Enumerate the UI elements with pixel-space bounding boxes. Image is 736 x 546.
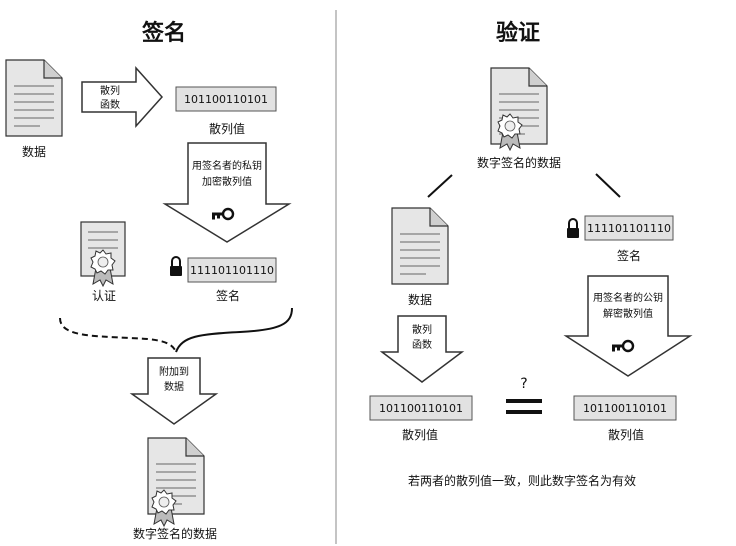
verify-signed-doc: 数字签名的数据 (477, 67, 561, 170)
sign-result-doc: 数字签名的数据 (133, 437, 217, 541)
sign-hash-func-line2: 函数 (100, 98, 120, 111)
verify-hash-arrow: 散列 函数 (379, 315, 465, 383)
sign-attach-arrow: 附加到 数据 (129, 357, 219, 425)
sign-attach-line1: 附加到 (159, 365, 189, 378)
verify-decrypt-line2: 解密散列值 (603, 307, 653, 320)
sign-hash-func-line1: 散列 (100, 84, 120, 97)
lock-icon (566, 218, 580, 239)
sign-attach-line2: 数据 (164, 380, 184, 393)
sign-cert-label: 认证 (92, 289, 116, 303)
sign-hash-bits: 101100110101 (184, 93, 268, 106)
verify-left-label: 散列值 (402, 427, 438, 442)
sign-sig-bits: 111101101110 (190, 264, 274, 277)
sign-hash-label: 散列值 (209, 121, 245, 136)
verify-left-bits: 101100110101 (379, 402, 463, 415)
verify-right-hash-box: 101100110101 散列值 (573, 395, 677, 442)
verify-equals: ? (506, 376, 542, 414)
sign-cert: 认证 (80, 221, 126, 303)
sign-brace (59, 307, 293, 353)
sign-hash-box: 101100110101 散列值 (175, 86, 277, 136)
sign-data-label: 数据 (22, 144, 46, 159)
verify-hash-func-line2: 函数 (412, 338, 432, 351)
verify-split-left (427, 174, 453, 198)
verify-sig-label: 签名 (617, 248, 641, 263)
sign-encrypt-line2: 加密散列值 (202, 175, 252, 188)
verify-right-label: 散列值 (608, 427, 644, 442)
verify-hash-func-line1: 散列 (412, 323, 432, 336)
lock-icon (169, 256, 183, 277)
sign-sig-label: 签名 (216, 288, 240, 303)
sign-sig-box: 111101101110 签名 (169, 256, 277, 303)
verify-split-right (595, 173, 621, 198)
verify-conclusion: 若两者的散列值一致，则此数字签名为有效 (408, 473, 636, 488)
sign-encrypt-line1: 用签名者的私钥 (192, 159, 262, 172)
verify-decrypt-line1: 用签名者的公钥 (593, 291, 663, 304)
verify-sig-bits: 111101101110 (587, 222, 671, 235)
verify-title: 验证 (496, 20, 540, 46)
sign-result-label: 数字签名的数据 (133, 526, 217, 541)
verify-decrypt-arrow: 用签名者的公钥 解密散列值 (563, 275, 693, 377)
verify-signed-doc-label: 数字签名的数据 (477, 155, 561, 170)
verify-right-bits: 101100110101 (583, 402, 667, 415)
sign-encrypt-arrow: 用签名者的私钥 加密散列值 (162, 142, 292, 243)
verify-left-hash-box: 101100110101 散列值 (369, 395, 473, 442)
verify-question: ? (520, 376, 527, 392)
verify-sig-box: 111101101110 签名 (566, 215, 674, 263)
sign-hash-arrow: 散列 函数 (81, 66, 164, 128)
verify-data-label: 数据 (408, 292, 432, 307)
verify-data-doc: 数据 (391, 207, 449, 307)
sign-title: 签名 (141, 20, 186, 46)
sign-data-doc: 数据 (5, 59, 63, 159)
